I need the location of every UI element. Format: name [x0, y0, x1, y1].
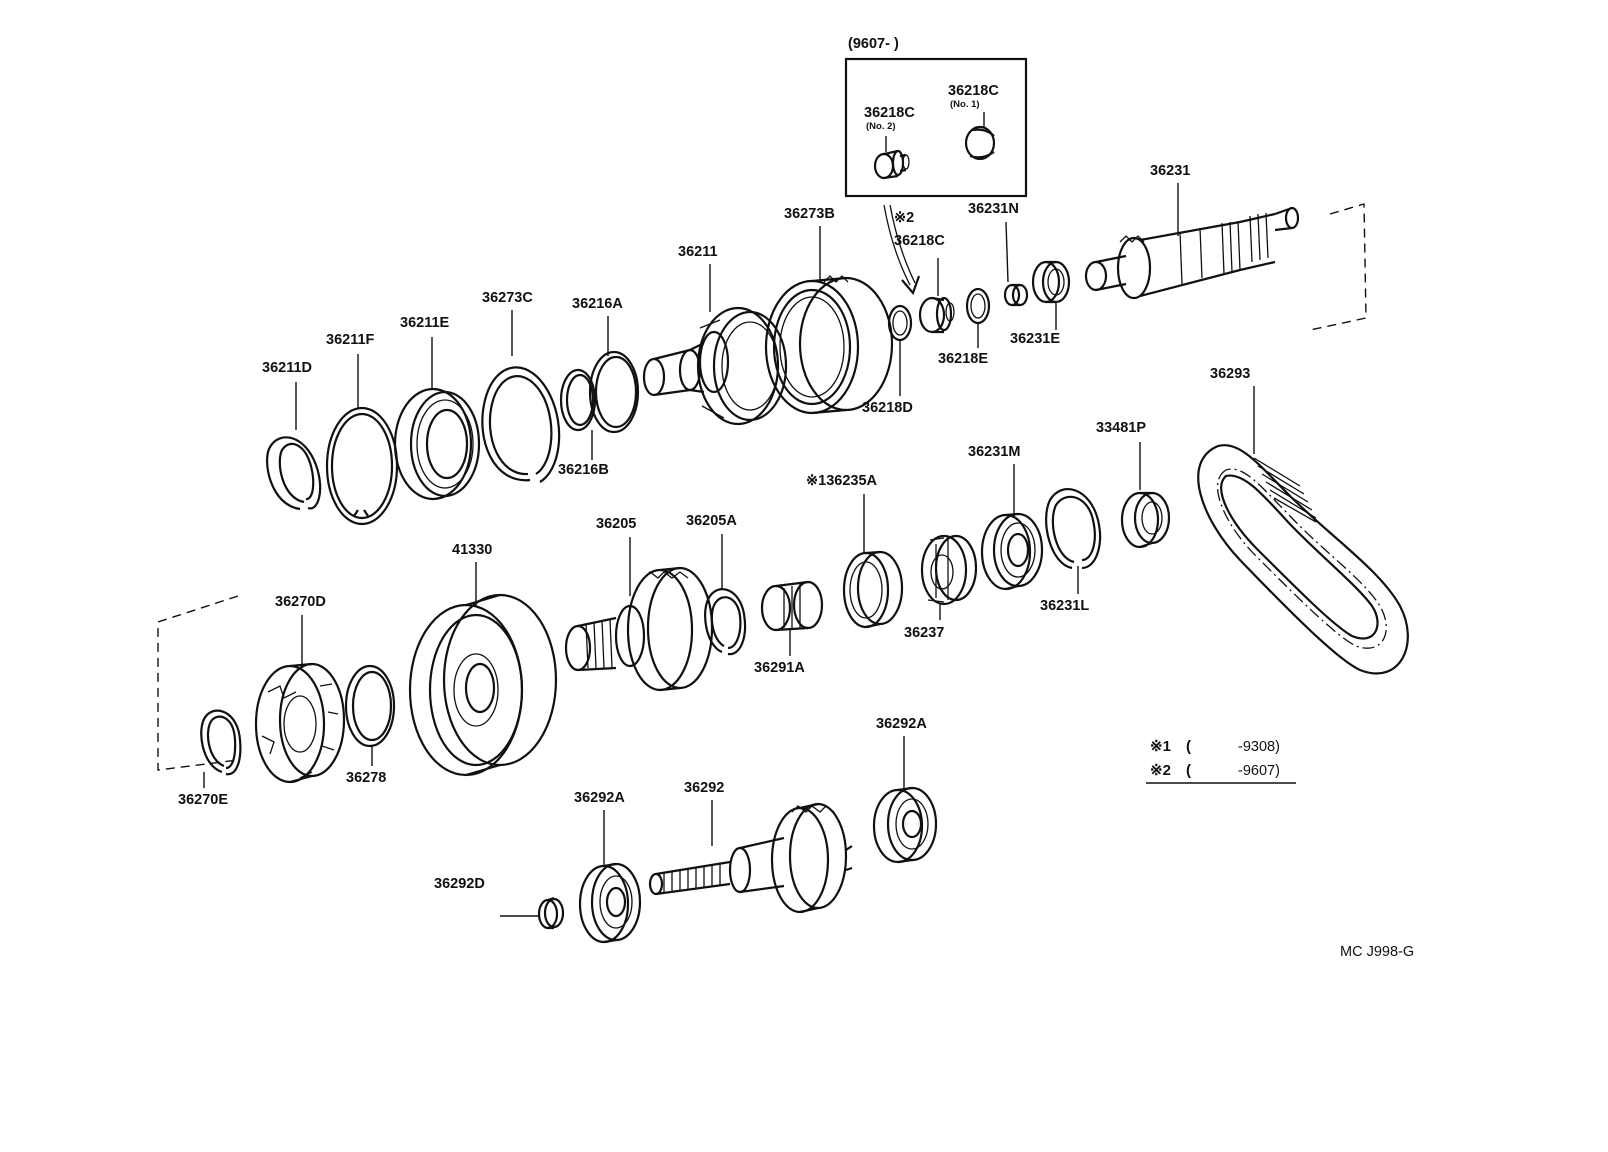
snap-ring-36273C	[481, 366, 561, 483]
part-label: 36292	[684, 780, 724, 796]
snap-ring-36231L	[1045, 488, 1102, 570]
inset-box: (9607- )	[844, 36, 1028, 198]
inset-part-label: 36218C	[864, 105, 915, 121]
shaft-36292	[648, 802, 853, 914]
part-labels: 36211D 36211F 36211E 36273C 36216A 36216B 3621…	[178, 163, 1250, 892]
cup-36218C	[918, 296, 955, 334]
part-label: 36292D	[434, 876, 485, 892]
snap-ring-36211D	[266, 436, 322, 511]
ring-36216A	[588, 350, 640, 434]
inset-part-no1	[964, 125, 996, 161]
bearing-36231M	[980, 512, 1044, 591]
part-label: 36270D	[275, 594, 326, 610]
legend: ※1 ( -9308) ※2 ( -9607)	[1146, 738, 1296, 784]
bearing-36211E	[393, 387, 481, 501]
legend-row-1-mark: ※1	[1150, 738, 1171, 755]
part-label: 36211F	[326, 332, 375, 348]
inset-part-sublabel: (No. 2)	[866, 121, 896, 132]
part-label: 36218D	[862, 400, 913, 416]
ring-36292D	[537, 896, 565, 930]
ring-36218D	[887, 304, 913, 342]
part-label: 36205	[596, 516, 636, 532]
seal-33481P	[1120, 491, 1171, 549]
part-label: 36211D	[262, 360, 312, 376]
part-label: 36293	[1210, 366, 1250, 382]
part-label: 36231E	[1010, 331, 1060, 347]
gear-36237	[920, 534, 978, 606]
part-label: 36270E	[178, 792, 228, 808]
part-label: 36273B	[784, 206, 835, 222]
part-label: 36231M	[968, 444, 1020, 460]
part-label: 36292A	[574, 790, 625, 806]
shaft-36231	[1084, 206, 1300, 300]
part-label: 36218C	[894, 233, 945, 249]
figure-id: MC J998-G	[1340, 944, 1414, 960]
inset-arrow	[883, 204, 921, 296]
bearing-36231E	[1031, 260, 1071, 304]
bracket-top-right	[1309, 203, 1367, 331]
ring-36278	[344, 664, 396, 748]
gear-36205	[564, 566, 714, 692]
ring-36216B	[559, 368, 597, 432]
sleeve-36231N	[1003, 283, 1029, 307]
part-label: 36291A	[754, 660, 805, 676]
part-label: 36218E	[938, 351, 988, 367]
part-label: ※2	[894, 210, 914, 226]
part-label: 41330	[452, 542, 492, 558]
bearing-36292A-left	[578, 862, 642, 944]
part-label: ※136235A	[806, 473, 878, 489]
part-label: 36231	[1150, 163, 1190, 179]
part-label: 36237	[904, 625, 944, 641]
snap-ring-36270E	[200, 709, 242, 776]
clutch-36270D	[254, 662, 346, 784]
legend-row-2-paren: (	[1186, 762, 1191, 779]
inset-part-label: 36218C	[948, 83, 999, 99]
part-label: 36273C	[482, 290, 533, 306]
inset-part-no2	[873, 149, 910, 180]
hub-36211	[642, 306, 788, 426]
legend-row-1-code: -9308)	[1238, 739, 1280, 755]
part-label: 36211E	[400, 315, 450, 331]
legend-row-2-mark: ※2	[1150, 762, 1171, 779]
needle-bearing-36291A	[760, 580, 824, 632]
chain-36293	[1197, 444, 1409, 675]
legend-row-2-code: -9607)	[1238, 763, 1280, 779]
bearing-36292A-right	[872, 786, 938, 864]
part-label: 36205A	[686, 513, 737, 529]
part-label: 33481P	[1096, 420, 1146, 436]
inset-part-labels: 36218C(No. 2)36218C(No. 1)	[864, 83, 999, 132]
ring-36211F	[325, 406, 399, 526]
ring-36218E	[965, 287, 991, 325]
drum-36273B	[764, 275, 894, 415]
part-label: 36216A	[572, 296, 623, 312]
part-label: 36231N	[968, 201, 1019, 217]
inset-part-sublabel: (No. 1)	[950, 99, 980, 110]
drum-41330	[408, 593, 558, 777]
inset-header: (9607- )	[848, 36, 899, 52]
part-label: 36211	[678, 244, 718, 260]
part-label: 36278	[346, 770, 386, 786]
part-label: 36292A	[876, 716, 927, 732]
part-label: 36231L	[1040, 598, 1089, 614]
part-label: 36216B	[558, 462, 609, 478]
hub-36235A	[842, 550, 904, 629]
bracket-left	[157, 595, 239, 771]
leader-lines	[203, 183, 1255, 917]
legend-row-1-paren: (	[1186, 738, 1191, 755]
